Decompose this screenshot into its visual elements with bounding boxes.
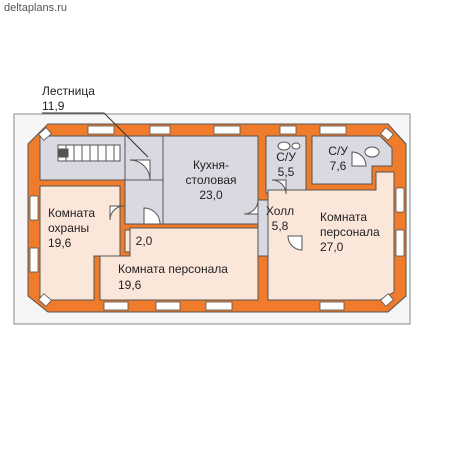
room-staff-left [99, 227, 259, 301]
staff-left-area: 19,6 [118, 278, 142, 292]
kitchen-name-line2: столовая [185, 173, 237, 187]
doors [109, 151, 367, 251]
wc2-name: С/У [328, 144, 348, 158]
wc1-area: 5,5 [277, 165, 295, 179]
staff-right-name-line2: персонала [320, 225, 380, 239]
room-stairs-landing [124, 135, 164, 181]
kitchen-area: 23,0 [199, 188, 223, 202]
plumbing-fixtures [277, 141, 380, 158]
guard-name-line2: охраны [48, 221, 90, 235]
guard-area: 19,6 [48, 236, 72, 250]
closet-area: 2,0 [135, 234, 153, 248]
site-watermark: deltaplans.ru [4, 2, 67, 14]
stairs-area: 11,9 [42, 99, 65, 113]
wc1-name: С/У [276, 150, 296, 164]
staff-right-area: 27,0 [320, 240, 344, 254]
stairs-leader-line [42, 112, 149, 158]
room-kitchen [162, 135, 259, 225]
wc2-area: 7,6 [329, 159, 347, 173]
windows [29, 125, 405, 311]
staff-left-name: Комната персонала [118, 262, 228, 276]
hall-name: Холл [265, 204, 295, 218]
hall-area: 5,8 [271, 219, 289, 233]
room-staff-right [267, 171, 395, 301]
staff-right-name-line1: Комната [320, 210, 367, 224]
kitchen-name-line1: Кухня- [192, 158, 230, 172]
stair-treads [57, 144, 121, 162]
guard-name-line1: Комната [48, 206, 95, 220]
stairs-name: Лестница [42, 84, 95, 98]
